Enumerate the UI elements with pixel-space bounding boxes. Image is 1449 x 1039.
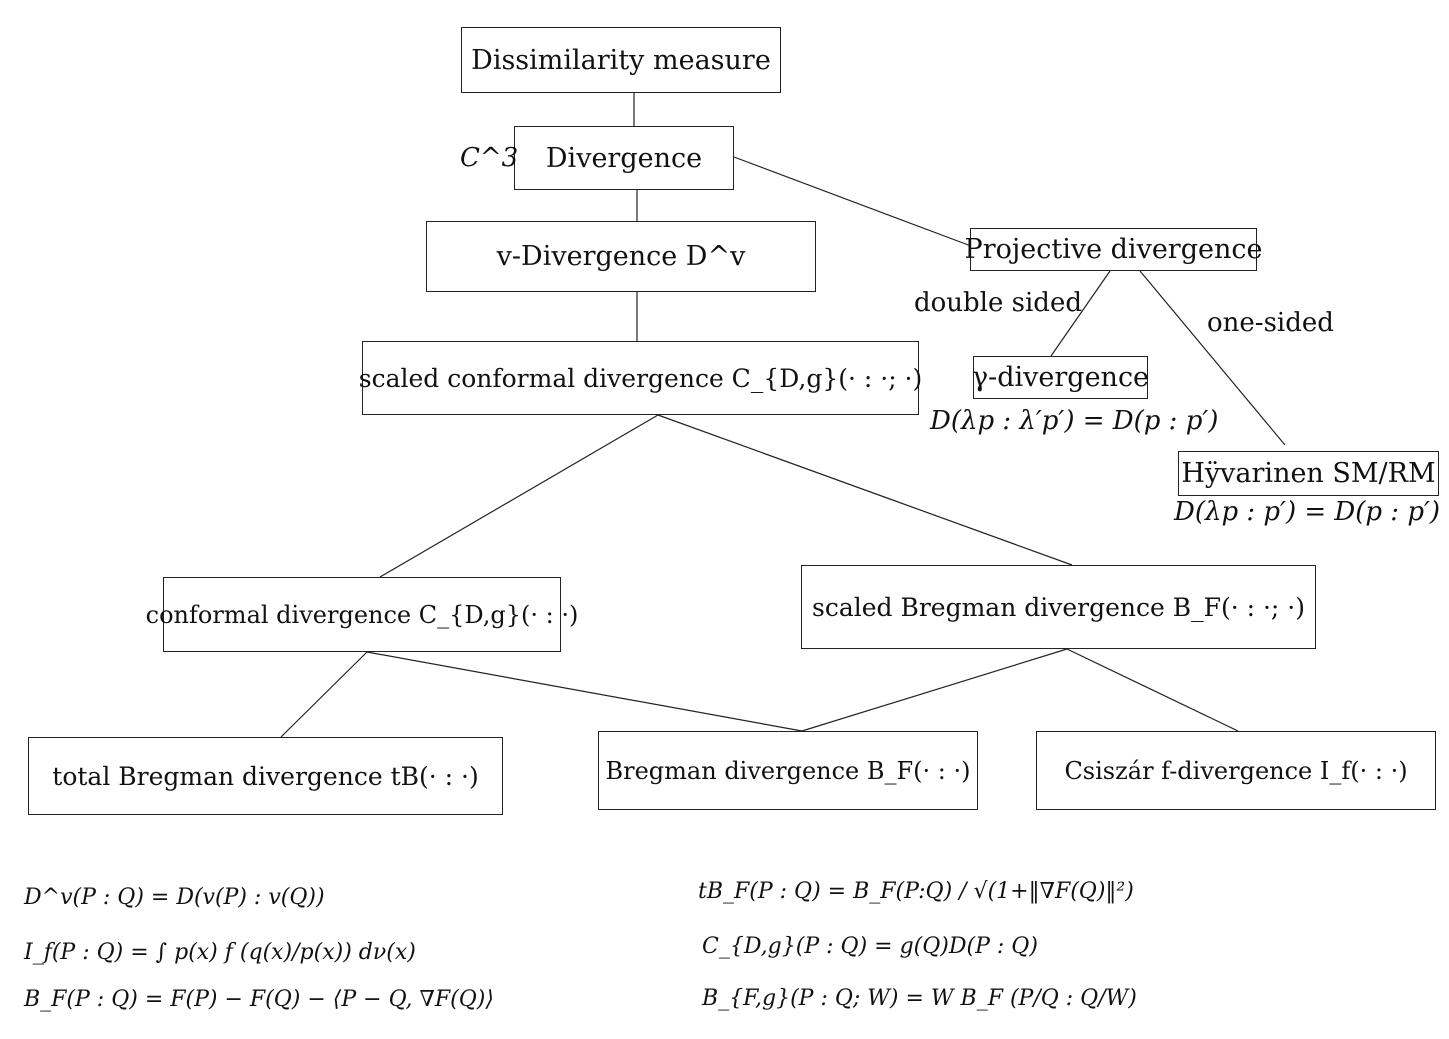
node-dissimilarity-measure: Dissimilarity measure [461, 27, 781, 93]
formula-f-divergence-text: I_f(P : Q) = ∫ p(x) f (q(x)/p(x)) dν(x) [24, 940, 416, 965]
node-dissimilarity-label: Dissimilarity measure [471, 44, 771, 76]
node-scaled-bregman-divergence: scaled Bregman divergence B_F(· : ·; ·) [801, 565, 1316, 649]
node-hyvarinen: Hÿvarinen SM/RM [1178, 451, 1439, 496]
label-c3: C^3 [460, 143, 518, 173]
edge-scaledconformal-scaledbregman [657, 414, 1073, 566]
edge-scaledbregman-bregman [801, 648, 1068, 732]
label-c3-text: C^3 [460, 143, 519, 173]
node-bregman-divergence: Bregman divergence B_F(· : ·) [598, 731, 978, 810]
node-projective-label: Projective divergence [964, 234, 1263, 265]
edge-projective-hyvarinen [1139, 270, 1286, 446]
label-hyvarinen-property-text: D(λp : p′) = D(p : p′) [1174, 497, 1441, 527]
formula-scaled-bregman-text: B_{F,g}(P : Q; W) = W B_F (P/Q : Q/W) [702, 986, 1137, 1011]
formula-v-divergence-text: D^v(P : Q) = D(v(P) : v(Q)) [24, 885, 325, 910]
edge-scaledbregman-csiszar [1066, 648, 1239, 732]
label-hyvarinen-property: D(λp : p′) = D(p : p′) [1174, 497, 1440, 527]
node-conformal-label: conformal divergence C_{D,g}(· : ·) [145, 600, 579, 629]
node-total-bregman-divergence: total Bregman divergence tB(· : ·) [28, 737, 503, 815]
label-gamma-property-text: D(λp : λ′p′) = D(p : p′) [930, 406, 1219, 436]
formula-conformal-text: C_{D,g}(P : Q) = g(Q)D(P : Q) [702, 934, 1038, 959]
node-total-bregman-label: total Bregman divergence tB(· : ·) [52, 761, 479, 791]
formula-v-divergence: D^v(P : Q) = D(v(P) : v(Q)) [24, 885, 325, 910]
formula-bregman-text: B_F(P : Q) = F(P) − F(Q) − ⟨P − Q, ∇F(Q)… [24, 987, 494, 1012]
label-one-sided-text: one-sided [1207, 308, 1334, 338]
formula-scaled-bregman: B_{F,g}(P : Q; W) = W B_F (P/Q : Q/W) [702, 986, 1137, 1011]
label-gamma-property: D(λp : λ′p′) = D(p : p′) [930, 406, 1218, 436]
node-gamma-divergence: γ-divergence [971, 356, 1150, 399]
node-divergence-label: Divergence [545, 142, 703, 174]
node-v-divergence-label: v-Divergence D^v [496, 241, 746, 272]
label-double-sided: double sided [914, 288, 1082, 318]
formula-f-divergence: I_f(P : Q) = ∫ p(x) f (q(x)/p(x)) dν(x) [24, 940, 416, 965]
node-csiszar-label: Csiszár f-divergence I_f(· : ·) [1064, 756, 1408, 785]
formula-total-bregman-text: tB_F(P : Q) = B_F(P:Q) / √(1+‖∇F(Q)‖²) [698, 879, 1134, 904]
node-scaled-conformal-label: scaled conformal divergence C_{D,g}(· : … [358, 363, 923, 393]
node-divergence: Divergence [514, 126, 734, 190]
node-csiszar-divergence: Csiszár f-divergence I_f(· : ·) [1036, 731, 1436, 810]
edge-conformal-totalbregman [280, 651, 368, 738]
node-projective-divergence: Projective divergence [965, 228, 1262, 271]
formula-total-bregman: tB_F(P : Q) = B_F(P:Q) / √(1+‖∇F(Q)‖²) [698, 879, 1134, 904]
edge-divergence-projective [733, 156, 972, 247]
label-one-sided: one-sided [1207, 308, 1334, 338]
node-scaled-conformal-divergence: scaled conformal divergence C_{D,g}(· : … [359, 341, 922, 415]
node-conformal-divergence: conformal divergence C_{D,g}(· : ·) [146, 577, 578, 652]
edge-scaledconformal-conformal [379, 414, 659, 578]
edge-projective-gamma [1050, 270, 1111, 357]
label-double-sided-text: double sided [914, 288, 1082, 318]
node-v-divergence: v-Divergence D^v [426, 221, 816, 292]
node-hyvarinen-label: Hÿvarinen SM/RM [1181, 458, 1436, 489]
edge-conformal-bregman [366, 651, 803, 732]
node-scaled-bregman-label: scaled Bregman divergence B_F(· : ·; ·) [811, 592, 1306, 622]
node-gamma-label: γ-divergence [971, 362, 1150, 393]
formula-bregman: B_F(P : Q) = F(P) − F(Q) − ⟨P − Q, ∇F(Q)… [24, 987, 494, 1012]
node-bregman-label: Bregman divergence B_F(· : ·) [605, 756, 971, 785]
formula-conformal: C_{D,g}(P : Q) = g(Q)D(P : Q) [702, 934, 1038, 959]
